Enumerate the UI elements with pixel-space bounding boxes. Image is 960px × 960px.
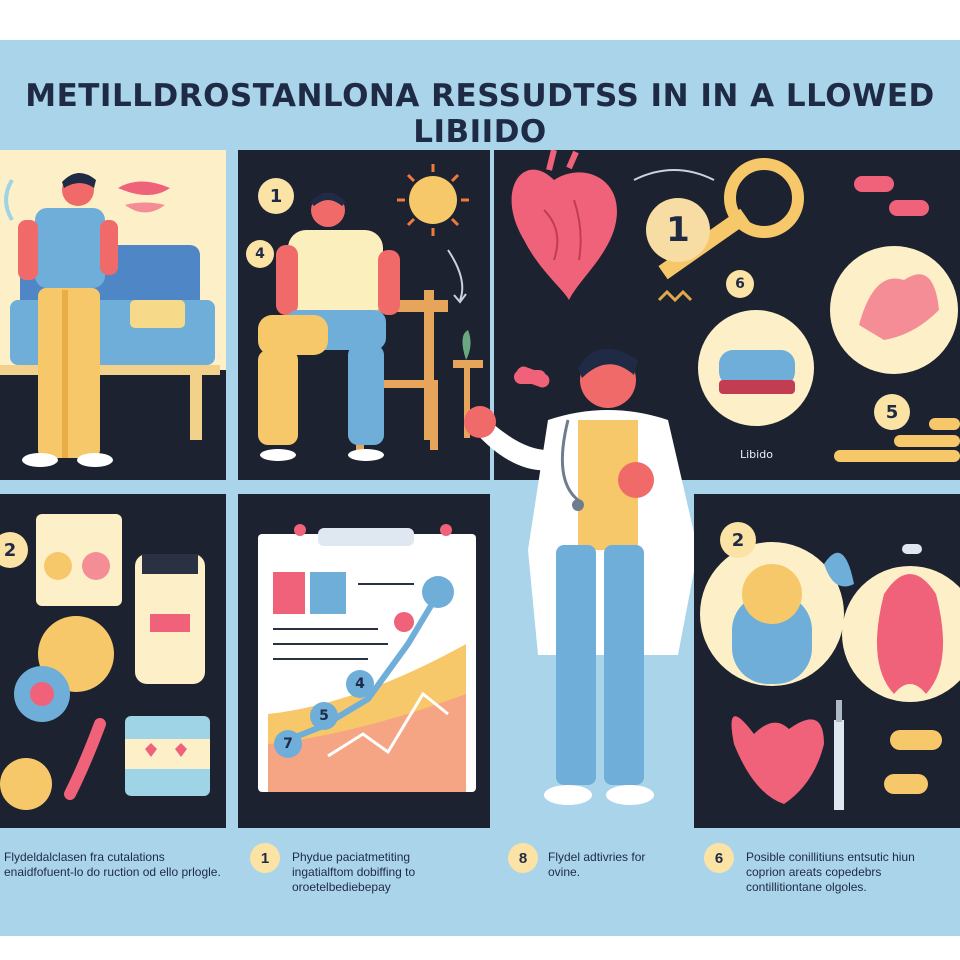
panel-living-room	[0, 150, 226, 480]
caption-4: Posible conillitiuns entsutic hiun copri…	[746, 850, 915, 894]
step-badge-5: 5	[874, 394, 910, 430]
step-badge-1-large: 1	[646, 198, 710, 262]
chart-step-5: 5	[310, 702, 338, 730]
caption-3: Flydel adtivries for ovine.	[548, 850, 646, 879]
caption-3-badge: 8	[508, 843, 538, 873]
chart-step-4: 4	[346, 670, 374, 698]
caption-4-badge: 6	[704, 843, 734, 873]
man-on-chair-illustration	[258, 164, 483, 461]
supplements-illustration	[0, 514, 210, 810]
caption-strip	[0, 830, 960, 910]
caption-2-badge: 1	[250, 843, 280, 873]
step-badge-6: 6	[726, 270, 754, 298]
libido-label: Libido	[740, 448, 773, 461]
step-badge-4: 4	[246, 240, 274, 268]
panel-progress-chart: 4 5 7	[238, 494, 490, 828]
panel-organs: 2	[694, 494, 960, 828]
step-badge-2-left: 2	[0, 532, 28, 568]
doctor-illustration	[464, 348, 698, 805]
step-badge-1: 1	[258, 178, 294, 214]
caption-2: Phydue paciatmetiting ingatialftom dobif…	[292, 850, 416, 894]
caption-1: Flydeldalclasen fra cutalations enaidfof…	[4, 850, 221, 879]
panel-man-on-chair: 1 4	[238, 150, 490, 480]
poster-title: METILLDROSTANLONA RESSUDTSS IN IN A LLOW…	[25, 78, 935, 150]
organs-illustration	[700, 542, 960, 810]
clipboard-chart	[258, 524, 476, 792]
panel-supplements: 2	[0, 494, 226, 828]
step-badge-2-right: 2	[720, 522, 756, 558]
living-room-illustration	[0, 150, 226, 480]
chart-step-7: 7	[274, 730, 302, 758]
